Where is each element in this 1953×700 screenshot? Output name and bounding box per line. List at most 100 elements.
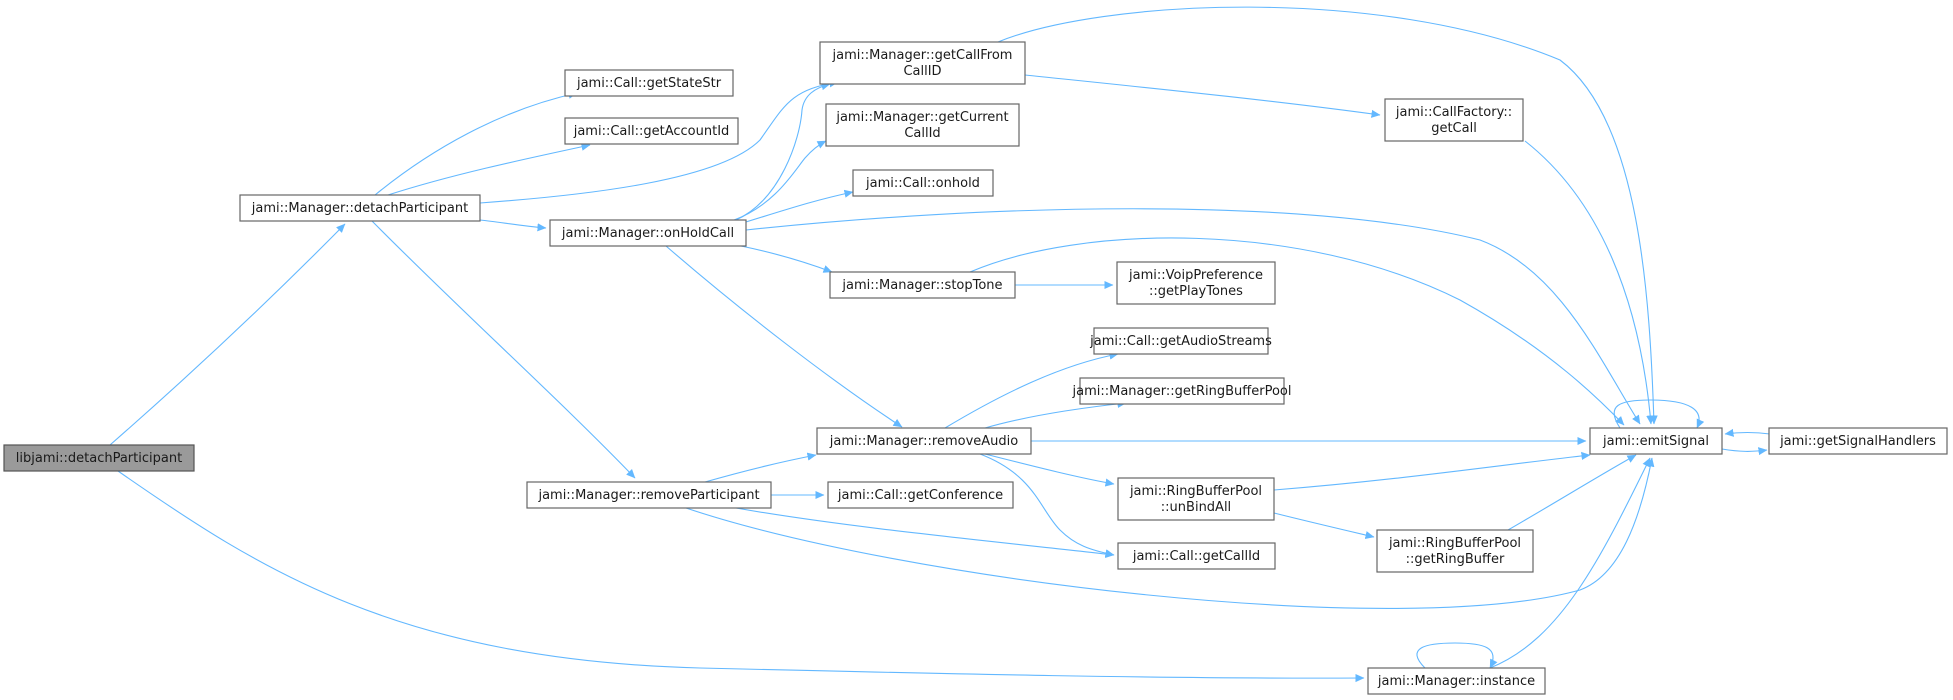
node-label: jami::RingBufferPool bbox=[1388, 536, 1521, 551]
edge-getSignalHandlers-to-emitSignal bbox=[1724, 428, 1771, 437]
node-label: jami::VoipPreference bbox=[1128, 268, 1263, 283]
node-getAudioStreams[interactable]: jami::Call::getAudioStreams bbox=[1089, 327, 1272, 355]
edge-detach-to-getAccountId bbox=[387, 142, 591, 196]
edge-stopTone-to-emitSignal bbox=[969, 237, 1625, 426]
edge-getCallFromCallID-to-emitSignal bbox=[997, 6, 1658, 425]
edge-onHoldCall-to-emitSignal bbox=[745, 208, 1641, 425]
node-removeAudio[interactable]: jami::Manager::removeAudio bbox=[816, 427, 1032, 455]
node-label: jami::Call::getConference bbox=[837, 488, 1003, 503]
node-box bbox=[825, 103, 1020, 147]
edges-layer bbox=[109, 6, 1771, 683]
node-box bbox=[1116, 261, 1276, 305]
node-label: libjami::detachParticipant bbox=[16, 451, 182, 466]
node-label: jami::Manager::getCallFrom bbox=[832, 48, 1013, 63]
nodes-layer: libjami::detachParticipantjami::Manager:… bbox=[3, 41, 1948, 695]
node-label: jami::CallFactory:: bbox=[1395, 105, 1512, 120]
node-instance[interactable]: jami::Manager::instance bbox=[1367, 667, 1546, 695]
node-box bbox=[549, 219, 747, 247]
edge-root-to-detach bbox=[109, 223, 346, 446]
node-label: jami::Call::getAccountId bbox=[573, 124, 730, 139]
node-getRingBuffer[interactable]: jami::RingBufferPool::getRingBuffer bbox=[1376, 529, 1534, 573]
edge-instance-to-instance bbox=[1416, 642, 1498, 669]
node-box bbox=[1589, 427, 1723, 455]
node-stopTone[interactable]: jami::Manager::stopTone bbox=[829, 271, 1016, 299]
node-box bbox=[1079, 377, 1285, 405]
edge-detach-to-getCallFromCallID bbox=[479, 79, 839, 204]
node-label: jami::Manager::instance bbox=[1377, 674, 1535, 689]
node-getStateStr[interactable]: jami::Call::getStateStr bbox=[564, 69, 734, 97]
node-box bbox=[819, 41, 1026, 85]
node-label: jami::Manager::removeParticipant bbox=[537, 488, 759, 503]
edge-root-to-instance bbox=[117, 470, 1365, 683]
node-box bbox=[239, 194, 481, 222]
node-label: jami::emitSignal bbox=[1602, 434, 1709, 449]
node-callFactoryGetCall[interactable]: jami::CallFactory::getCall bbox=[1384, 98, 1524, 142]
edge-onHoldCall-to-removeAudio bbox=[665, 245, 903, 428]
node-label: jami::Manager::detachParticipant bbox=[251, 201, 468, 216]
node-box bbox=[3, 444, 195, 472]
node-getSignalHandlers[interactable]: jami::getSignalHandlers bbox=[1768, 427, 1948, 455]
node-getConference[interactable]: jami::Call::getConference bbox=[827, 481, 1014, 509]
edge-unBindAll-to-getRingBuffer bbox=[1273, 512, 1375, 539]
edge-getCallFromCallID-to-callFactoryGetCall bbox=[1024, 74, 1381, 118]
edge-instance-to-emitSignal bbox=[1489, 457, 1651, 669]
node-label: jami::Manager::getCurrent bbox=[835, 110, 1008, 125]
node-label: ::getPlayTones bbox=[1149, 284, 1243, 299]
edge-onHoldCall-to-stopTone bbox=[740, 245, 833, 273]
node-label: ::unBindAll bbox=[1161, 500, 1231, 515]
edge-removeAudio-to-unBindAll bbox=[984, 453, 1115, 487]
node-label: CallID bbox=[903, 64, 941, 79]
node-onhold[interactable]: jami::Call::onhold bbox=[852, 169, 994, 197]
node-box bbox=[829, 271, 1016, 299]
node-box bbox=[1117, 542, 1276, 570]
edge-removeParticipant-to-emitSignal bbox=[685, 457, 1655, 609]
edge-removeAudio-to-getCallId bbox=[979, 453, 1115, 558]
node-detach[interactable]: jami::Manager::detachParticipant bbox=[239, 194, 481, 222]
edge-removeAudio-to-getRingBufferPool bbox=[984, 399, 1127, 429]
node-box bbox=[564, 69, 734, 97]
node-label: jami::Call::getStateStr bbox=[576, 76, 722, 91]
node-label: jami::Manager::getRingBufferPool bbox=[1072, 384, 1292, 399]
edge-detach-to-removeParticipant bbox=[371, 220, 636, 479]
node-box bbox=[1093, 327, 1269, 355]
node-box bbox=[816, 427, 1032, 455]
node-onHoldCall[interactable]: jami::Manager::onHoldCall bbox=[549, 219, 747, 247]
node-box bbox=[1367, 667, 1546, 695]
node-label: jami::Call::onhold bbox=[865, 176, 980, 191]
node-getAccountId[interactable]: jami::Call::getAccountId bbox=[564, 117, 739, 145]
edge-detach-to-getStateStr bbox=[374, 90, 578, 196]
node-box bbox=[1384, 98, 1524, 142]
node-removeParticipant[interactable]: jami::Manager::removeParticipant bbox=[526, 481, 772, 509]
node-label: jami::Call::getAudioStreams bbox=[1089, 334, 1272, 349]
node-box bbox=[564, 117, 739, 145]
edge-unBindAll-to-emitSignal bbox=[1273, 451, 1591, 491]
node-box bbox=[526, 481, 772, 509]
edge-emitSignal-to-getSignalHandlers bbox=[1721, 447, 1768, 456]
node-label: getCall bbox=[1431, 121, 1477, 136]
node-label: jami::RingBufferPool bbox=[1129, 484, 1262, 499]
node-label: jami::Call::getCallId bbox=[1132, 549, 1260, 564]
node-label: jami::Manager::onHoldCall bbox=[561, 226, 734, 241]
node-label: jami::Manager::removeAudio bbox=[829, 434, 1018, 449]
node-getCallId[interactable]: jami::Call::getCallId bbox=[1117, 542, 1276, 570]
node-label: ::getRingBuffer bbox=[1406, 552, 1505, 567]
edge-detach-to-onHoldCall bbox=[479, 219, 547, 232]
node-box bbox=[1117, 477, 1275, 521]
edge-getRingBuffer-to-emitSignal bbox=[1507, 454, 1637, 531]
edge-onHoldCall-to-getCurrentCallId bbox=[733, 140, 827, 221]
node-getPlayTones[interactable]: jami::VoipPreference::getPlayTones bbox=[1116, 261, 1276, 305]
node-emitSignal[interactable]: jami::emitSignal bbox=[1589, 427, 1723, 455]
node-box bbox=[827, 481, 1014, 509]
node-getRingBufferPool[interactable]: jami::Manager::getRingBufferPool bbox=[1072, 377, 1292, 405]
node-box bbox=[852, 169, 994, 197]
edge-onHoldCall-to-onhold bbox=[745, 189, 854, 223]
edge-removeParticipant-to-getCallId bbox=[735, 507, 1115, 559]
node-label: jami::getSignalHandlers bbox=[1779, 434, 1936, 449]
edge-emitSignal-to-emitSignal bbox=[1613, 399, 1705, 429]
node-root[interactable]: libjami::detachParticipant bbox=[3, 444, 195, 472]
node-label: CallId bbox=[904, 126, 940, 141]
node-unBindAll[interactable]: jami::RingBufferPool::unBindAll bbox=[1117, 477, 1275, 521]
